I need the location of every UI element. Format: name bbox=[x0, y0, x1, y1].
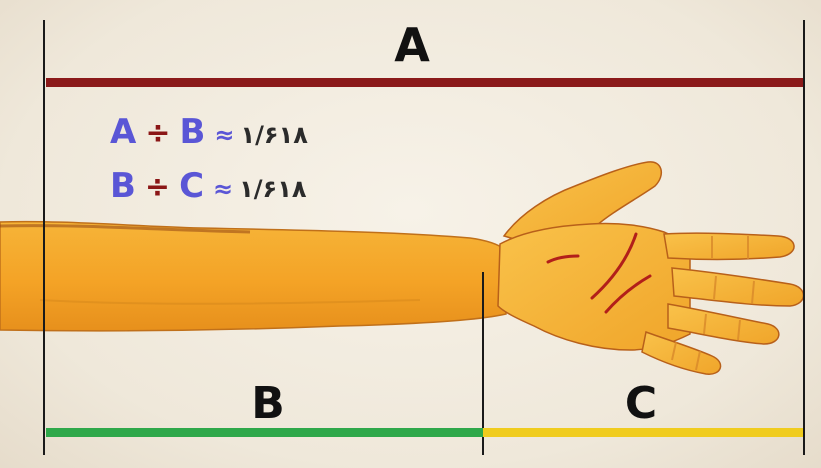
segment-c-label: C bbox=[625, 382, 657, 426]
ratio-numerator: A bbox=[110, 112, 136, 152]
division-sign: ÷ bbox=[145, 116, 170, 151]
ratio-value: ١/۶١٨ bbox=[241, 121, 308, 149]
palm bbox=[498, 223, 690, 350]
segment-b-label: B bbox=[251, 382, 285, 426]
ring-finger bbox=[668, 304, 779, 344]
approx-sign: ≈ bbox=[214, 121, 234, 149]
segment-c-bar bbox=[483, 428, 803, 437]
division-sign: ÷ bbox=[145, 170, 170, 205]
middle-finger bbox=[672, 268, 804, 306]
ratio-denominator: B bbox=[179, 112, 205, 152]
ratio-numerator: B bbox=[110, 166, 136, 206]
forearm bbox=[0, 222, 506, 331]
ratio-value: ١/۶١٨ bbox=[239, 175, 306, 203]
segment-a-bar bbox=[46, 78, 803, 87]
ratio-denominator: C bbox=[179, 166, 204, 206]
ratio-b-over-c: B ÷ C ≈ ١/۶١٨ bbox=[110, 166, 307, 206]
index-finger bbox=[664, 233, 794, 259]
segment-b-bar bbox=[46, 428, 483, 437]
approx-sign: ≈ bbox=[213, 175, 233, 203]
segment-a-label: A bbox=[394, 22, 430, 68]
ratio-a-over-b: A ÷ B ≈ ١/۶١٨ bbox=[110, 112, 308, 152]
